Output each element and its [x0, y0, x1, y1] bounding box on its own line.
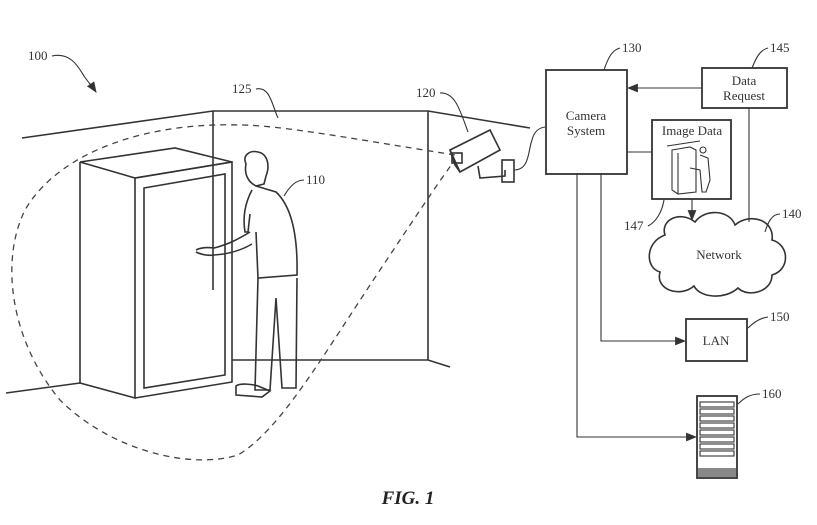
ref-140: 140	[782, 206, 802, 221]
network-cloud-140	[648, 211, 787, 297]
cabinet	[79, 147, 233, 400]
ref-160-leader	[737, 393, 761, 405]
lan-label: LAN	[703, 333, 730, 348]
ref-100: 100	[28, 48, 48, 63]
camera-120	[448, 126, 546, 183]
ref-110-leader	[283, 179, 305, 197]
camera-to-storage-arrow	[576, 174, 698, 442]
image-data-label: Image Data	[662, 123, 723, 138]
ref-120-leader	[439, 92, 469, 133]
ref-147-leader	[647, 199, 665, 227]
ref-150-leader	[747, 316, 769, 329]
image-data-147	[651, 119, 732, 200]
floor-left	[5, 382, 81, 394]
ref-145: 145	[770, 40, 790, 55]
image-data-thumbnail	[666, 140, 711, 195]
figure-caption: FIG. 1	[381, 488, 435, 509]
ref-120: 120	[416, 85, 436, 100]
ref-110: 110	[306, 172, 325, 187]
room	[5, 110, 531, 394]
camera-system-130	[545, 69, 628, 175]
floor-back	[232, 359, 451, 368]
camera-system-label-1: Camera	[566, 108, 607, 123]
ref-147: 147	[624, 218, 644, 233]
camera-to-lan-arrow	[600, 174, 687, 346]
ref-100-arrow	[51, 54, 97, 93]
ref-150: 150	[770, 309, 790, 324]
person-110	[195, 150, 298, 398]
ref-130: 130	[622, 40, 642, 55]
data-request-label-1: Data	[732, 73, 757, 88]
data-request-145	[701, 67, 788, 109]
ref-140-leader	[764, 213, 781, 233]
ref-145-leader	[751, 47, 769, 69]
network-label: Network	[696, 247, 742, 262]
camera-system-label-2: System	[567, 123, 605, 138]
ref-125: 125	[232, 81, 252, 96]
lan-150	[685, 318, 748, 362]
data-request-label-2: Request	[723, 88, 765, 103]
field-of-view-125	[11, 124, 456, 461]
ref-160: 160	[762, 386, 782, 401]
storage-server-160	[696, 395, 738, 479]
ref-125-leader	[255, 88, 279, 119]
ref-130-leader	[603, 47, 621, 71]
ceiling-line	[21, 110, 531, 139]
